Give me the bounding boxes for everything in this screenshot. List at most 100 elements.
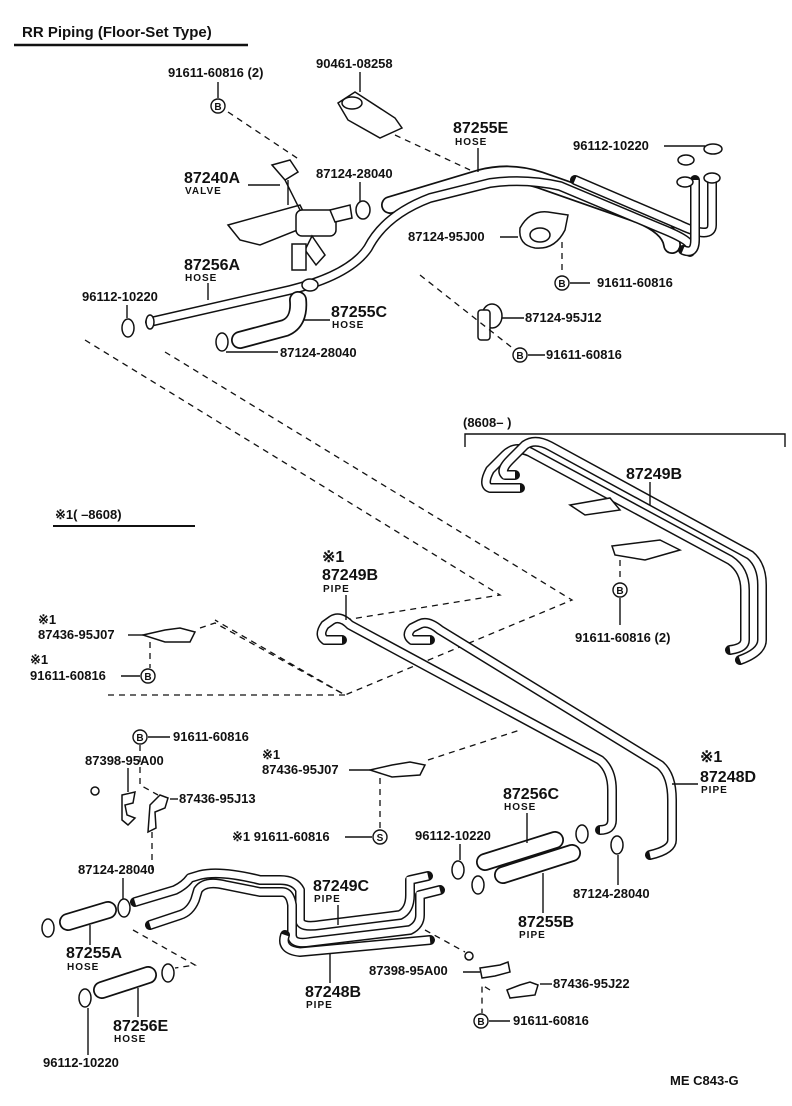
note-87248D: ※1 (700, 749, 722, 766)
diagram-title: RR Piping (Floor-Set Type) (22, 24, 212, 41)
label-96112-10220-mid[interactable]: 96112-10220 (415, 828, 491, 843)
label-87248B[interactable]: 87248B (305, 984, 361, 1001)
clamp-icon (301, 278, 319, 292)
clip-87398-95A00-left (121, 791, 137, 827)
label-87249B-new[interactable]: 87249B (626, 466, 682, 483)
label-87249C[interactable]: 87249C (313, 878, 369, 895)
label-87436-95J22[interactable]: 87436-95J22 (553, 976, 630, 991)
clamp-icon (215, 332, 229, 352)
label-91611-60816-a[interactable]: 91611-60816 (597, 275, 673, 290)
clamp-icon (161, 963, 175, 983)
variant-label-new: (8608– ) (463, 415, 511, 430)
clip-87436-95J13 (147, 794, 169, 834)
label-87124-28040-left-low[interactable]: 87124-28040 (78, 862, 155, 877)
variant-label-old: ※1( –8608) (55, 507, 122, 522)
label-87255A[interactable]: 87255A (66, 945, 122, 962)
label-91611-60816-c[interactable]: 91611-60816 (173, 729, 249, 744)
drawing-code: ME C843-G (670, 1073, 739, 1088)
hose-87255C (231, 291, 308, 349)
clamp-icon (575, 824, 589, 844)
hoses-87256C-87255B (476, 831, 581, 884)
label-87398-95A00-left[interactable]: 87398-95A00 (85, 753, 164, 768)
label-91611-60816-top[interactable]: 91611-60816 (2) (168, 65, 263, 80)
label-96112-10220-top-right[interactable]: 96112-10220 (573, 138, 649, 153)
label-96112-10220-bottom[interactable]: 96112-10220 (43, 1055, 119, 1070)
label-96112-10220-left[interactable]: 96112-10220 (82, 289, 158, 304)
note-91611-old-left: ※1 (30, 652, 48, 667)
svg-text:PIPE: PIPE (519, 930, 546, 941)
svg-text:B: B (558, 279, 565, 290)
label-87124-28040-top[interactable]: 87124-28040 (316, 166, 393, 181)
svg-text:PIPE: PIPE (323, 584, 350, 595)
label-87256C[interactable]: 87256C (503, 786, 559, 803)
bolt-marker-icon (132, 729, 148, 745)
bracket-90461-08258 (336, 91, 404, 139)
svg-text:B: B (477, 1017, 484, 1028)
label-87124-28040-right-low[interactable]: 87124-28040 (573, 886, 650, 901)
note-87249B-old: ※1 (322, 549, 344, 566)
clamp-87124-95J00 (519, 211, 569, 249)
pipe-87249B-old (316, 613, 677, 860)
svg-text:B: B (214, 102, 221, 113)
svg-text:VALVE: VALVE (185, 186, 222, 197)
svg-text:B: B (616, 586, 623, 597)
label-90461-08258[interactable]: 90461-08258 (316, 56, 393, 71)
label-87436-95J13[interactable]: 87436-95J13 (179, 791, 256, 806)
svg-text:PIPE: PIPE (701, 785, 728, 796)
svg-text:B: B (136, 733, 143, 744)
variant-bracket (464, 433, 786, 447)
bolt-marker-icon (554, 275, 570, 291)
clip-87436-95J07-left (140, 627, 197, 643)
label-87248D[interactable]: 87248D (700, 769, 756, 786)
bolt-marker-icon (473, 1013, 489, 1029)
pipe-87249B-new (481, 436, 767, 665)
clip-87436-95J07-mid (367, 761, 427, 778)
bolt-marker-icon (512, 347, 528, 363)
svg-text:HOSE: HOSE (332, 320, 364, 331)
label-87124-95J00[interactable]: 87124-95J00 (408, 229, 485, 244)
label-91611-60816-new[interactable]: 91611-60816 (2) (575, 630, 670, 645)
label-87249B-old[interactable]: 87249B (322, 567, 378, 584)
clamp-icon (41, 918, 55, 938)
bolt-marker-icon (140, 668, 156, 684)
screw-icon (464, 951, 474, 961)
clamp-icon (703, 143, 723, 155)
clamp-icon (610, 835, 624, 855)
clamp-icon (78, 988, 92, 1008)
label-91611-60816-screw[interactable]: ※1 91611-60816 (232, 829, 330, 844)
note-87436-95J07-mid: ※1 (262, 747, 280, 762)
label-87436-95J07-left[interactable]: 87436-95J07 (38, 627, 115, 642)
svg-text:HOSE: HOSE (455, 137, 487, 148)
svg-text:S: S (377, 833, 384, 844)
pipe-87249C-87248B (130, 868, 445, 957)
svg-text:B: B (144, 672, 151, 683)
svg-text:B: B (516, 351, 523, 362)
label-91611-60816-b[interactable]: 91611-60816 (546, 347, 622, 362)
label-87255C[interactable]: 87255C (331, 304, 387, 321)
label-87256E[interactable]: 87256E (113, 1018, 168, 1035)
svg-text:HOSE: HOSE (504, 802, 536, 813)
clamp-icon (121, 318, 135, 338)
bolt-marker-icon (210, 98, 226, 114)
label-91611-60816-old-left[interactable]: 91611-60816 (30, 668, 106, 683)
svg-text:PIPE: PIPE (306, 1000, 333, 1011)
label-87124-95J12[interactable]: 87124-95J12 (525, 310, 602, 325)
hose-87256E (93, 966, 157, 999)
label-87255E[interactable]: 87255E (453, 120, 508, 137)
label-91611-60816-d[interactable]: 91611-60816 (513, 1013, 589, 1028)
label-87124-28040-mid[interactable]: 87124-28040 (280, 345, 357, 360)
label-87436-95J07-mid[interactable]: 87436-95J07 (262, 762, 339, 777)
clip-87436-95J22 (506, 981, 539, 999)
clamp-icon (471, 875, 485, 895)
label-87256A[interactable]: 87256A (184, 257, 240, 274)
hose-87255A (59, 901, 117, 931)
label-87398-95A00-right[interactable]: 87398-95A00 (369, 963, 448, 978)
clamp-icon (355, 200, 371, 220)
clamp-icon (677, 154, 695, 166)
label-87255B[interactable]: 87255B (518, 914, 574, 931)
screw-icon (90, 786, 100, 796)
label-87240A[interactable]: 87240A (184, 170, 240, 187)
clamp-87124-95J12 (477, 303, 503, 341)
valve-87240A (226, 159, 353, 271)
